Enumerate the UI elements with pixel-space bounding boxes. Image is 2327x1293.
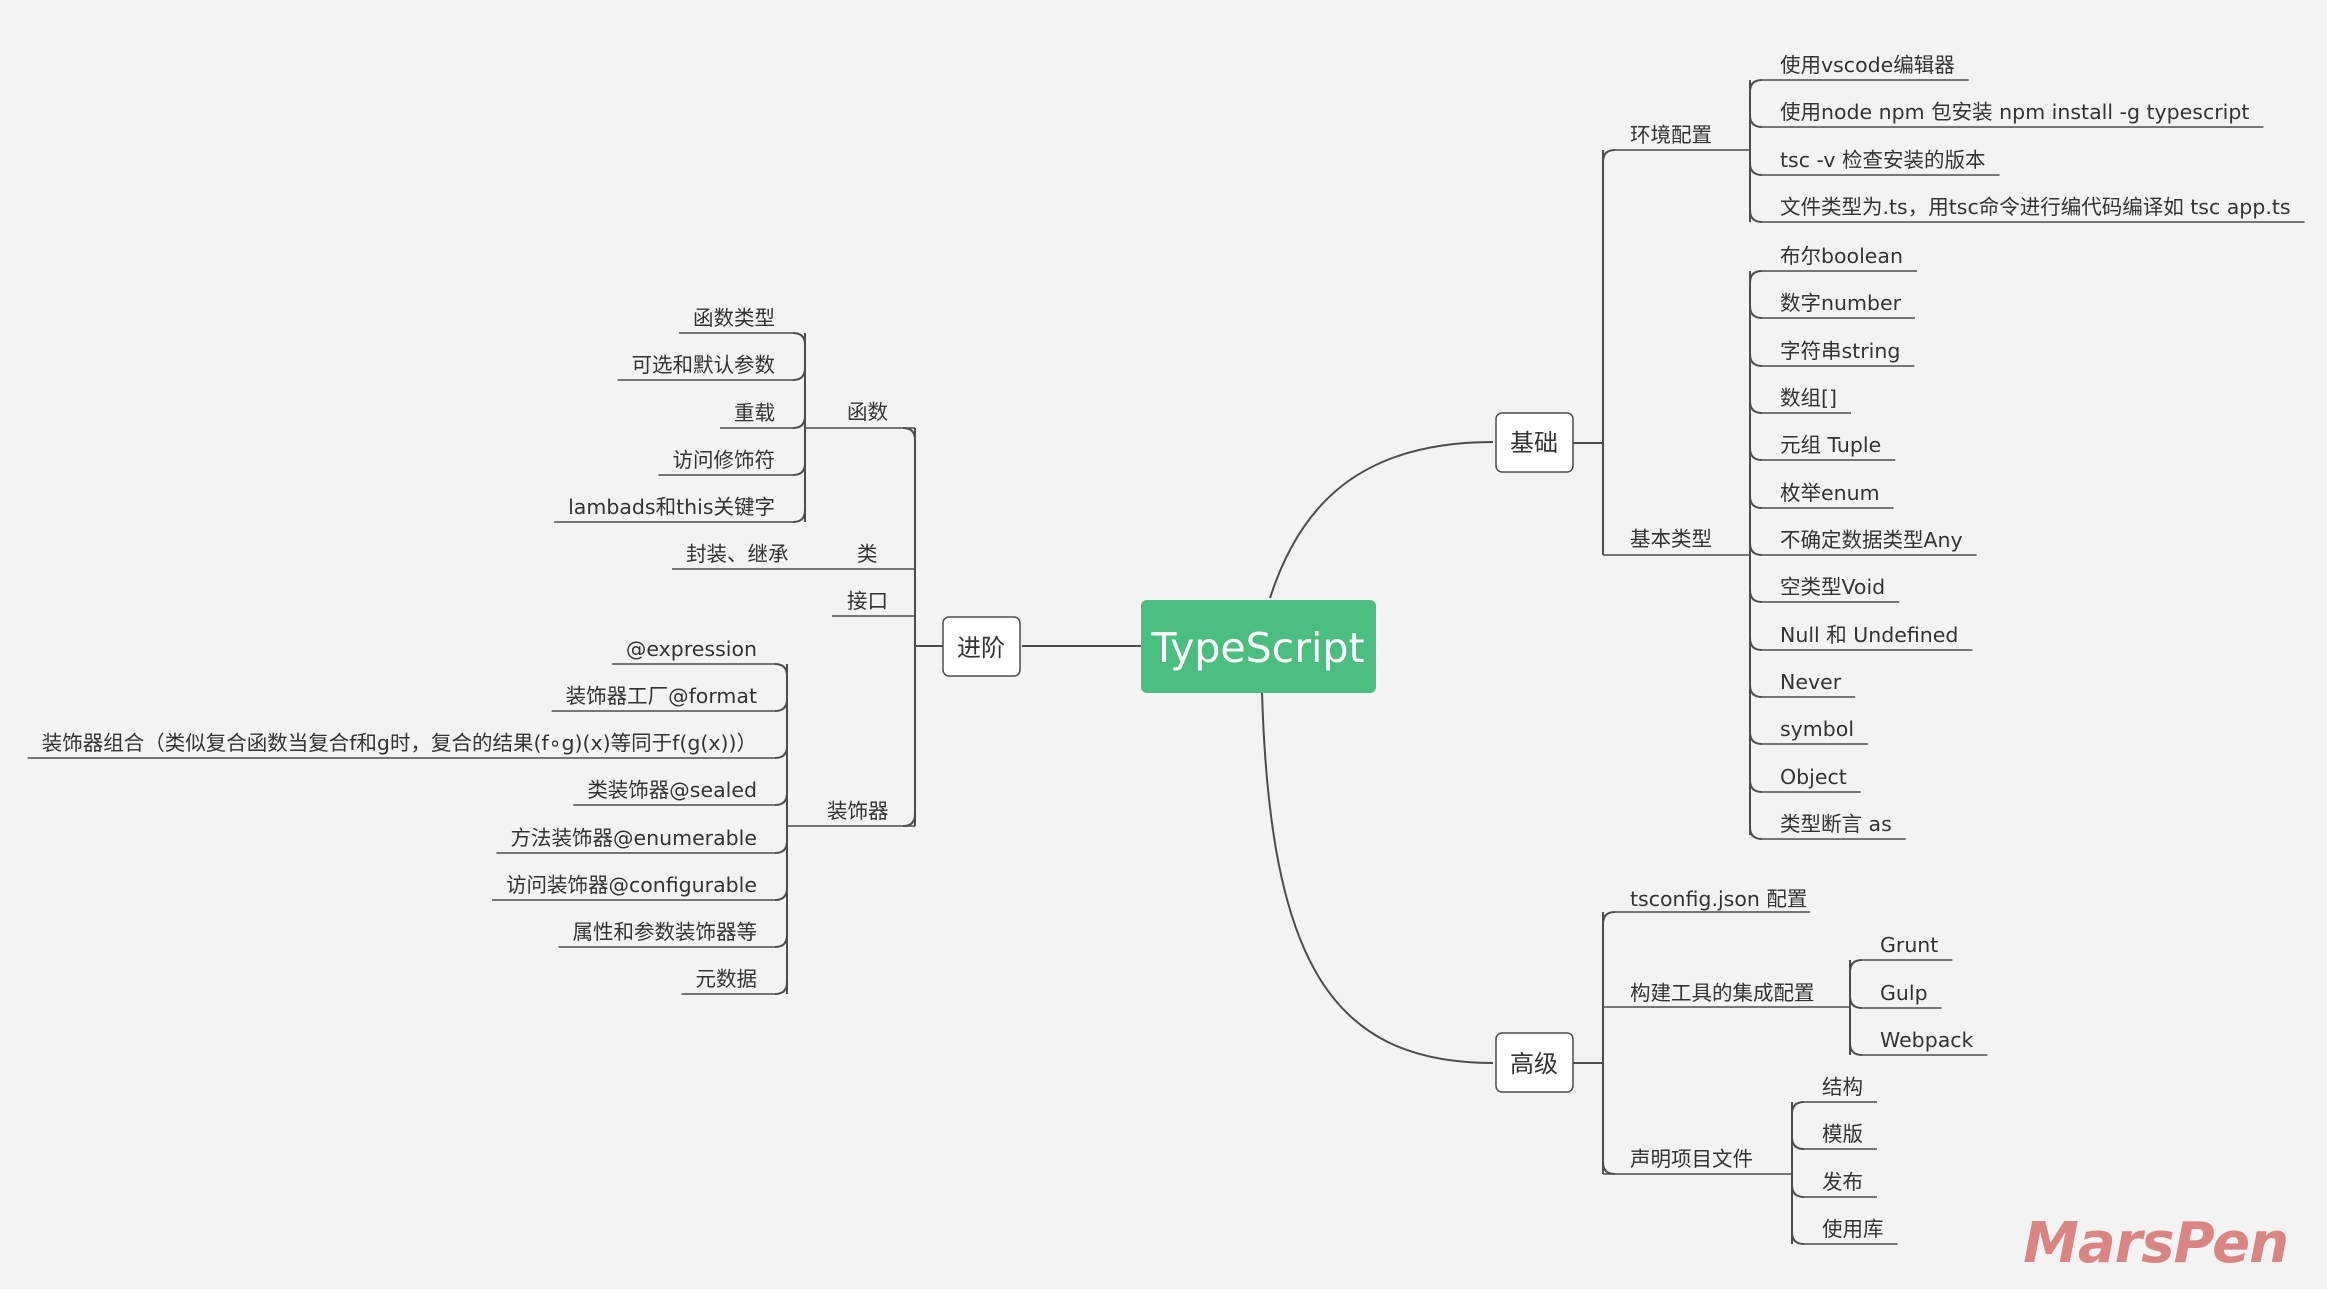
env-leaf-0[interactable]: 使用vscode编辑器 xyxy=(1749,53,1969,93)
type-leaf-label: 元组 Tuple xyxy=(1780,433,1881,457)
build-leaf-label: Gulp xyxy=(1880,981,1928,1005)
root-label: TypeScript xyxy=(1150,624,1364,672)
type-leaf-label: 数组[] xyxy=(1780,386,1837,410)
type-leaf-label: 空类型Void xyxy=(1780,575,1885,599)
type-leaf-label: 字符串string xyxy=(1780,339,1900,363)
build-leaf-1[interactable]: Gulp xyxy=(1849,981,1942,1009)
function-leaf-label: lambads和this关键字 xyxy=(568,495,775,519)
decorator-leaf-label: @expression xyxy=(626,637,757,661)
env-leaf-2[interactable]: tsc -v 检查安装的版本 xyxy=(1749,148,2000,176)
env-leaf-1[interactable]: 使用node npm 包安装 npm install -g typescript xyxy=(1749,100,2264,128)
connector-root-advanced xyxy=(1261,691,1494,1064)
type-leaf-label: Object xyxy=(1780,765,1847,789)
type-leaf-1[interactable]: 数字number xyxy=(1749,291,1916,319)
type-leaf-label: Null 和 Undefined xyxy=(1780,623,1958,647)
function-leaf-label: 重载 xyxy=(734,401,775,425)
decorator-leaf-2[interactable]: 装饰器组合（类似复合函数当复合f和g时，复合的结果(f∘g)(x)等同于f(g(… xyxy=(27,731,788,759)
branch-progress: 进阶 函数 类 封装、继承 接口 装饰器 xyxy=(672,333,1021,994)
topic-progress-label: 进阶 xyxy=(957,634,1005,662)
build-leaf-0[interactable]: Grunt xyxy=(1849,933,1953,973)
decorator-leaf-label: 属性和参数装饰器等 xyxy=(573,920,758,944)
build-leaf-2[interactable]: Webpack xyxy=(1849,1028,1988,1056)
function-leaf-4[interactable]: lambads和this关键字 xyxy=(554,495,806,523)
decorator-leaf-label: 元数据 xyxy=(696,967,758,991)
type-leaf-9[interactable]: Never xyxy=(1749,670,1856,698)
type-leaf-10[interactable]: symbol xyxy=(1749,717,1869,745)
env-leaf-3[interactable]: 文件类型为.ts，用tsc命令进行编代码编译如 tsc app.ts xyxy=(1749,195,2305,223)
type-leaf-3[interactable]: 数组[] xyxy=(1749,386,1851,414)
watermark-logo: MarsPen xyxy=(2023,1211,2288,1276)
env-leaf-label: 使用vscode编辑器 xyxy=(1780,53,1955,77)
type-leaf-2[interactable]: 字符串string xyxy=(1749,339,1915,367)
decorator-leaf-label: 装饰器工厂@format xyxy=(566,684,757,708)
env-leaf-label: tsc -v 检查安装的版本 xyxy=(1780,148,1986,172)
branch-basics: 基础 环境配置 基本类型 xyxy=(1495,80,1751,835)
build-tools-label: 构建工具的集成配置 xyxy=(1630,981,1815,1005)
decorator-leaf-0[interactable]: @expression xyxy=(611,637,788,677)
decorator-leaf-label: 方法装饰器@enumerable xyxy=(511,826,758,850)
encapsulation-leaf: 封装、继承 xyxy=(686,542,789,566)
function-leaf-2[interactable]: 重载 xyxy=(720,401,806,429)
build-leaf-label: Grunt xyxy=(1880,933,1938,957)
decl-leaf-label: 结构 xyxy=(1822,1075,1863,1099)
decl-leaf-0[interactable]: 结构 xyxy=(1791,1075,1877,1115)
type-leaf-label: Never xyxy=(1780,670,1842,694)
decorator-leaf-5[interactable]: 访问装饰器@configurable xyxy=(491,873,788,901)
type-leaf-12[interactable]: 类型断言 as xyxy=(1749,812,1906,840)
decl-leaf-1[interactable]: 模版 xyxy=(1791,1122,1877,1150)
root-topic[interactable]: TypeScript xyxy=(1141,600,1376,693)
decorator-leaf-3[interactable]: 类装饰器@sealed xyxy=(573,778,788,806)
connector-root-basics xyxy=(1269,441,1494,599)
decl-leaf-label: 模版 xyxy=(1822,1122,1863,1146)
topic-basics-label: 基础 xyxy=(1510,429,1558,457)
topic-advanced-label: 高级 xyxy=(1510,1050,1558,1078)
decl-leaf-label: 使用库 xyxy=(1822,1217,1884,1241)
decorators-label: 装饰器 xyxy=(827,799,889,823)
decorator-leaf-label: 访问装饰器@configurable xyxy=(506,873,757,897)
type-leaf-label: 类型断言 as xyxy=(1780,812,1892,836)
functions-label: 函数 xyxy=(847,400,888,424)
function-leaf-1[interactable]: 可选和默认参数 xyxy=(617,353,806,381)
decl-leaf-3[interactable]: 使用库 xyxy=(1791,1217,1898,1245)
tsconfig-label: tsconfig.json 配置 xyxy=(1630,887,1807,911)
decl-leaf-label: 发布 xyxy=(1822,1170,1863,1194)
env-leaf-label: 使用node npm 包安装 npm install -g typescript xyxy=(1780,100,2249,124)
build-leaf-label: Webpack xyxy=(1880,1028,1974,1052)
function-leaf-label: 可选和默认参数 xyxy=(632,353,776,377)
type-leaf-5[interactable]: 枚举enum xyxy=(1749,481,1894,509)
type-leaf-0[interactable]: 布尔boolean xyxy=(1749,244,1917,284)
type-leaf-label: symbol xyxy=(1780,717,1854,741)
function-leaf-label: 函数类型 xyxy=(693,306,775,330)
type-leaf-label: 数字number xyxy=(1780,291,1902,315)
type-leaf-label: 不确定数据类型Any xyxy=(1780,528,1963,552)
env-leaf-label: 文件类型为.ts，用tsc命令进行编代码编译如 tsc app.ts xyxy=(1780,195,2291,219)
type-leaf-8[interactable]: Null 和 Undefined xyxy=(1749,623,1973,651)
decorator-leaf-4[interactable]: 方法装饰器@enumerable xyxy=(496,826,788,854)
decorator-leaf-label: 装饰器组合（类似复合函数当复合f和g时，复合的结果(f∘g)(x)等同于f(g(… xyxy=(42,731,757,755)
branch-advanced: 高级 tsconfig.json 配置 构建工具的集成配置 声明项目文件 xyxy=(1495,887,1851,1244)
decorator-leaf-7[interactable]: 元数据 xyxy=(681,967,788,995)
interface-label: 接口 xyxy=(847,589,888,613)
type-leaf-label: 枚举enum xyxy=(1780,481,1880,505)
env-config-label: 环境配置 xyxy=(1630,123,1712,147)
function-leaf-label: 访问修饰符 xyxy=(673,448,776,472)
type-leaf-6[interactable]: 不确定数据类型Any xyxy=(1749,528,1977,556)
classes-label: 类 xyxy=(857,542,878,566)
basic-types-label: 基本类型 xyxy=(1630,527,1712,551)
decorator-leaf-6[interactable]: 属性和参数装饰器等 xyxy=(558,920,788,948)
type-leaf-11[interactable]: Object xyxy=(1749,765,1861,793)
function-leaf-0[interactable]: 函数类型 xyxy=(679,306,806,346)
type-leaf-label: 布尔boolean xyxy=(1780,244,1903,268)
function-leaf-3[interactable]: 访问修饰符 xyxy=(658,448,806,476)
declaration-files-label: 声明项目文件 xyxy=(1630,1147,1753,1171)
type-leaf-4[interactable]: 元组 Tuple xyxy=(1749,433,1896,461)
decorator-leaf-1[interactable]: 装饰器工厂@format xyxy=(551,684,788,712)
decorator-leaf-label: 类装饰器@sealed xyxy=(587,778,757,802)
decl-leaf-2[interactable]: 发布 xyxy=(1791,1170,1877,1198)
type-leaf-7[interactable]: 空类型Void xyxy=(1749,575,1900,603)
